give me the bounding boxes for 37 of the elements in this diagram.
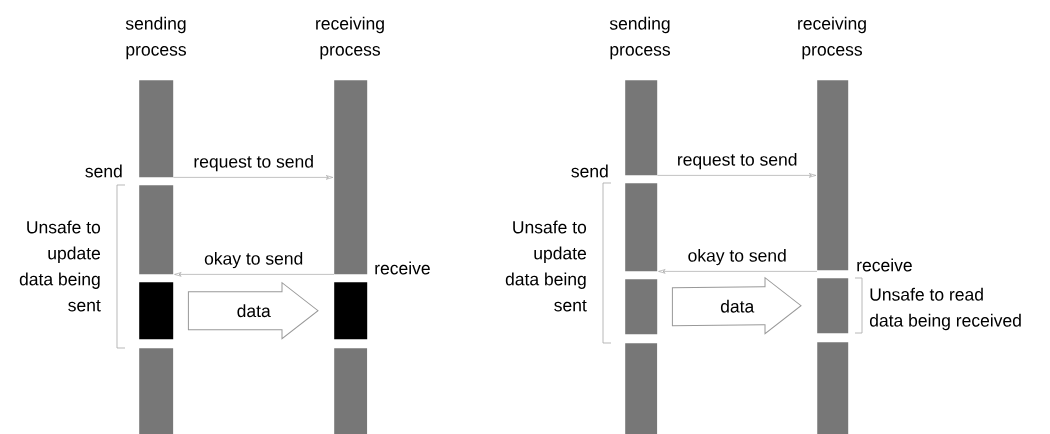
column-heading: receiving process bbox=[316, 16, 384, 60]
column-heading: receiving process bbox=[798, 16, 866, 60]
process-bar-segment bbox=[817, 278, 849, 334]
process-bar-segment bbox=[625, 80, 658, 176]
note-text: Unsafe to update data being sent bbox=[505, 220, 587, 312]
edge-label: data bbox=[720, 299, 755, 313]
edge-label: okay to send bbox=[204, 251, 303, 269]
process-bar-segment bbox=[334, 80, 368, 275]
block-arrow bbox=[187, 282, 319, 340]
process-bar-segment bbox=[139, 348, 174, 434]
process-bar-segment bbox=[139, 80, 174, 178]
process-bar-segment bbox=[817, 80, 849, 271]
process-bar-segment bbox=[334, 348, 368, 434]
process-bar-segment bbox=[625, 183, 658, 272]
event-label: receive bbox=[375, 261, 430, 275]
process-bar-segment bbox=[139, 282, 174, 340]
arrow bbox=[658, 269, 818, 274]
process-bar-segment bbox=[817, 342, 849, 434]
process-bar-segment bbox=[625, 279, 658, 335]
note-text: Unsafe to read data being received bbox=[869, 287, 1021, 331]
note-text: Unsafe to update data being sent bbox=[19, 220, 101, 312]
block-arrow bbox=[671, 277, 802, 335]
event-label: receive bbox=[857, 258, 912, 272]
process-bar-segment bbox=[334, 282, 368, 340]
event-label: send bbox=[85, 164, 122, 178]
arrow bbox=[657, 173, 817, 178]
edge-label: okay to send bbox=[688, 248, 786, 266]
edge-label: data bbox=[237, 304, 271, 318]
column-heading: sending process bbox=[609, 16, 670, 60]
arrow bbox=[173, 175, 334, 180]
event-label: send bbox=[571, 164, 608, 178]
edge-label: request to send bbox=[194, 154, 313, 172]
column-heading: sending process bbox=[125, 16, 186, 60]
process-bar-segment bbox=[625, 343, 658, 434]
edge-label: request to send bbox=[678, 152, 797, 170]
process-bar-segment bbox=[139, 185, 174, 275]
arrow bbox=[174, 272, 335, 277]
